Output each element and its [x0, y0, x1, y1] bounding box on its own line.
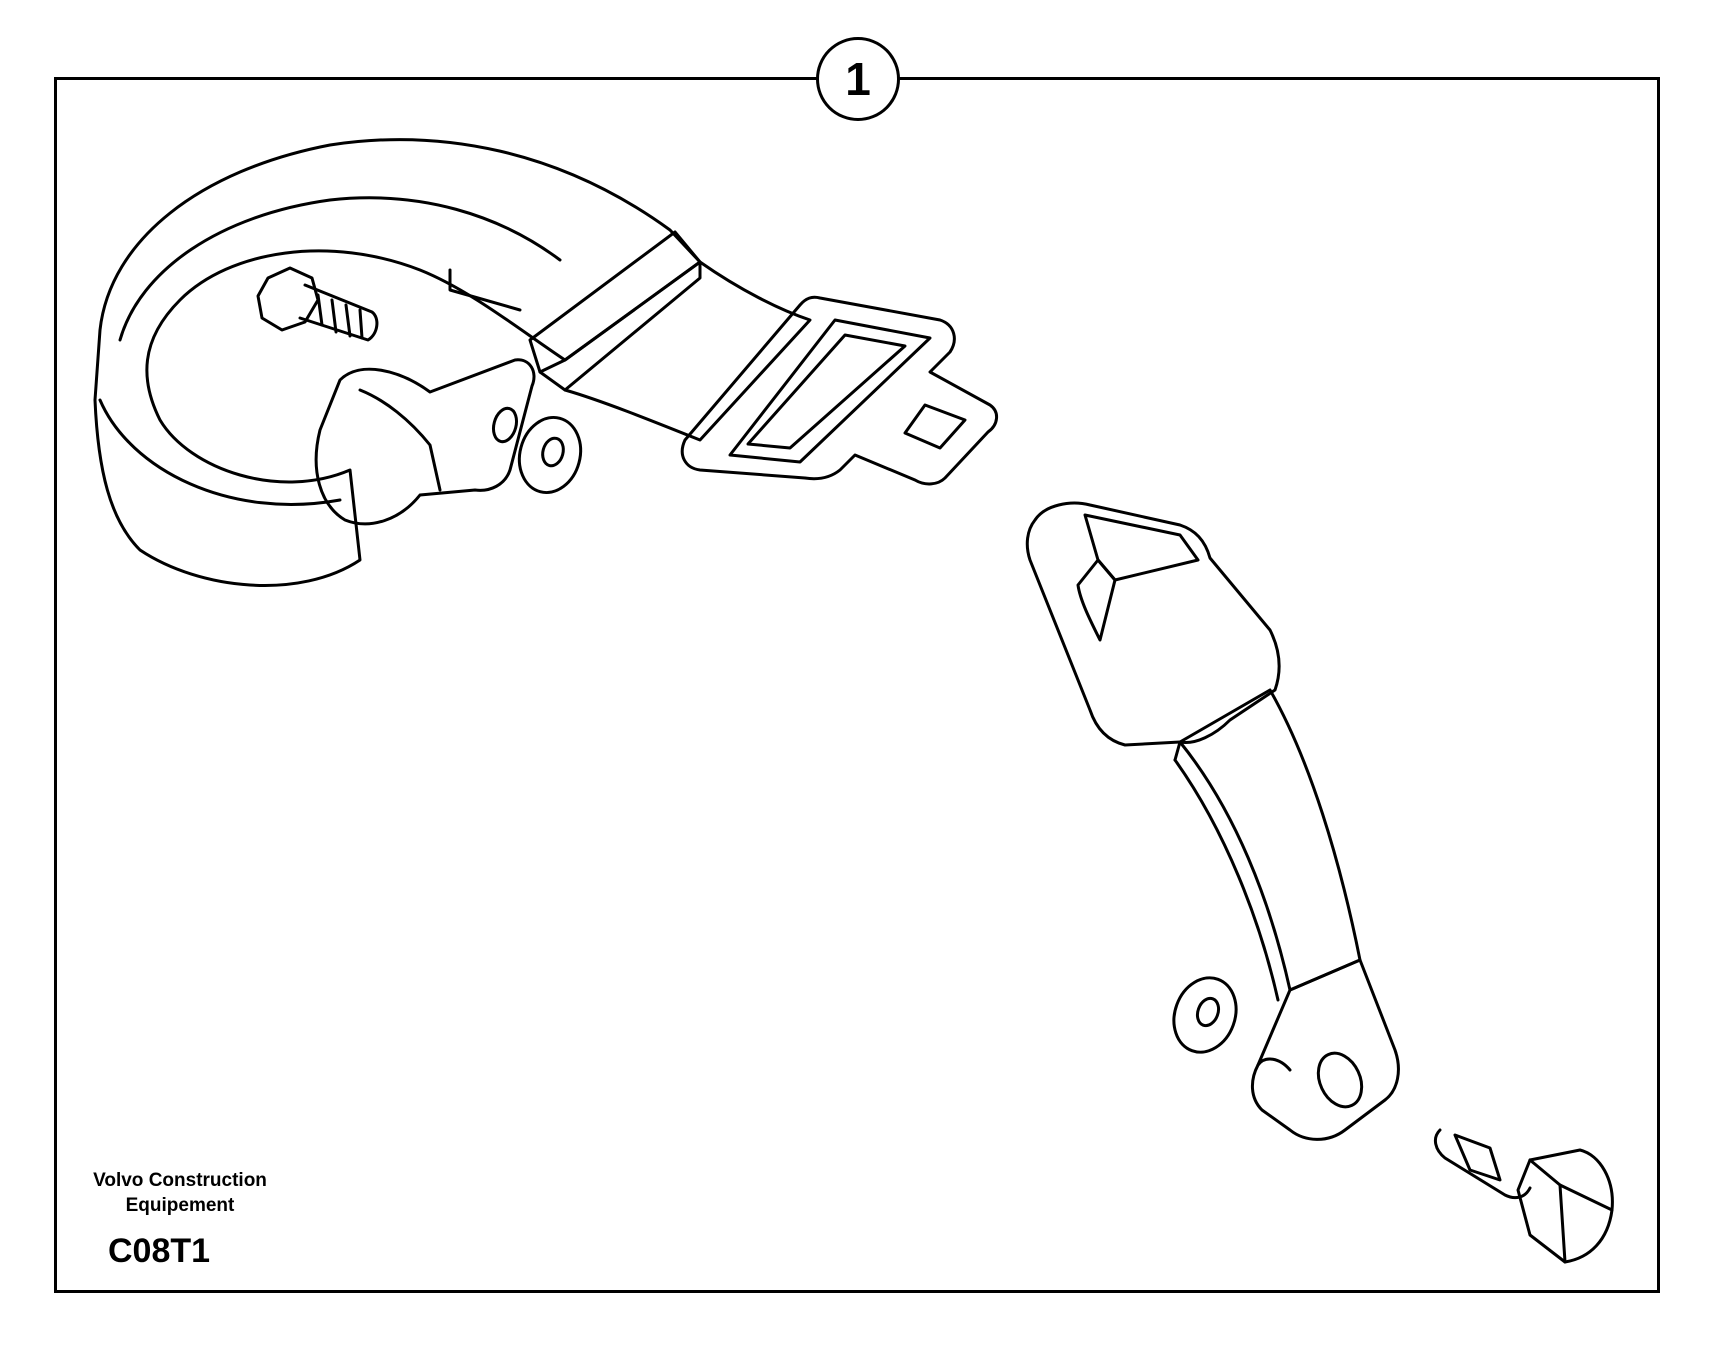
right-mounting-bracket — [1251, 958, 1400, 1141]
left-strap-sleeve — [528, 230, 702, 392]
callout-number-label: 1 — [845, 53, 871, 105]
manufacturer-line-1: Volvo Construction — [93, 1170, 267, 1191]
buckle-receiver — [1025, 501, 1281, 747]
left-mounting-bracket — [314, 358, 536, 526]
left-bolt — [256, 266, 379, 342]
left-strap-tail — [563, 260, 812, 442]
manufacturer-label: Volvo Construction Equipement — [70, 1168, 290, 1218]
left-washer — [517, 415, 583, 495]
drawing-code: C08T1 — [108, 1232, 211, 1270]
buckle-strap — [1173, 688, 1362, 1002]
callout-number: 1 — [816, 37, 900, 121]
right-bolt — [1433, 1128, 1614, 1264]
buckle-tongue — [680, 295, 998, 486]
right-washer — [1172, 976, 1238, 1054]
manufacturer-line-2: Equipement — [125, 1195, 235, 1216]
left-strap-webbing — [93, 138, 702, 587]
